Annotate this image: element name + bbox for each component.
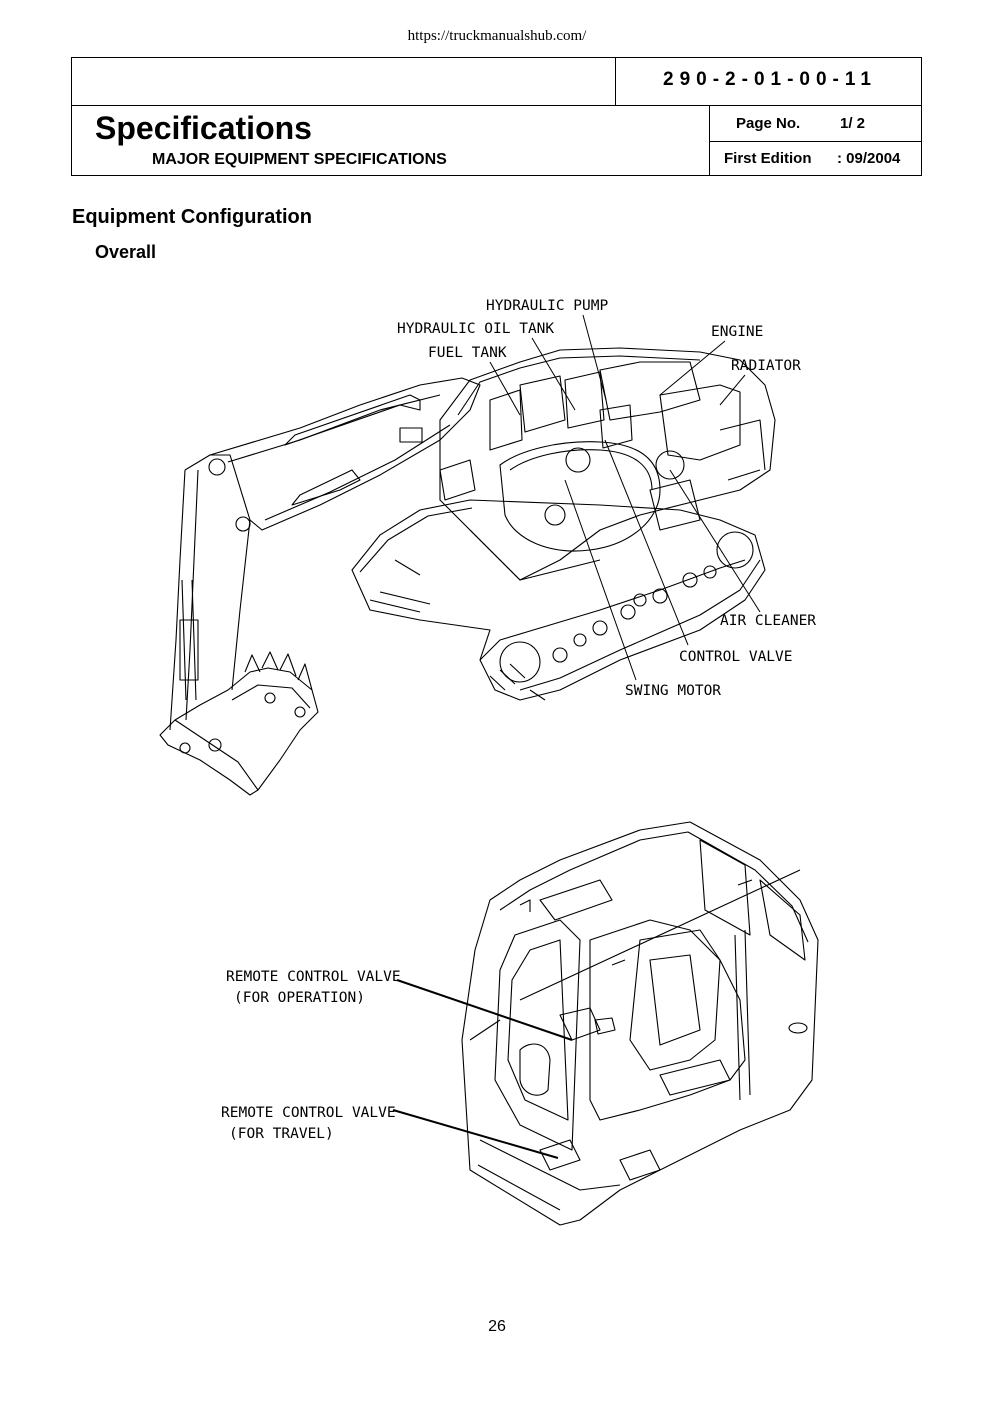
label-engine: ENGINE <box>711 324 763 340</box>
label-air-cleaner: AIR CLEANER <box>720 613 816 629</box>
label-rcv-travel-line2: (FOR TRAVEL) <box>229 1126 334 1142</box>
bucket-drawing <box>159 651 319 796</box>
page-number-value: 1/ 2 <box>840 115 866 132</box>
label-rcv-travel-line1: REMOTE CONTROL VALVE <box>221 1105 396 1121</box>
document-header-box: 290-2-01-00-11 Specifications MAJOR EQUI… <box>71 57 922 176</box>
label-hydraulic-oil-tank: HYDRAULIC OIL TANK <box>397 321 554 337</box>
boom-drawing <box>209 377 481 531</box>
label-fuel-tank: FUEL TANK <box>428 345 507 361</box>
upper-structure-drawing <box>439 347 776 581</box>
document-number: 290-2-01-00-11 <box>663 69 877 90</box>
label-radiator: RADIATOR <box>731 358 801 374</box>
figure1-leader-lines <box>489 314 761 681</box>
page-number: 26 <box>488 1318 506 1335</box>
label-control-valve: CONTROL VALVE <box>679 649 793 665</box>
label-hydraulic-pump: HYDRAULIC PUMP <box>486 298 608 314</box>
label-rcv-operation-line1: REMOTE CONTROL VALVE <box>226 969 401 985</box>
label-rcv-operation-line2: (FOR OPERATION) <box>234 990 365 1006</box>
edition-label: First Edition <box>724 150 812 167</box>
label-swing-motor: SWING MOTOR <box>625 683 721 699</box>
cab-drawing <box>392 821 819 1226</box>
source-url: https://truckmanualshub.com/ <box>407 28 587 44</box>
arm-drawing <box>169 454 251 731</box>
subsection-title: Overall <box>95 242 157 262</box>
page-subtitle: MAJOR EQUIPMENT SPECIFICATIONS <box>152 151 447 168</box>
edition-value: : 09/2004 <box>837 150 901 167</box>
page-number-label: Page No. <box>736 115 801 132</box>
page-title: Specifications <box>95 110 312 146</box>
track-drawing <box>351 499 766 701</box>
section-title: Equipment Configuration <box>72 206 312 228</box>
